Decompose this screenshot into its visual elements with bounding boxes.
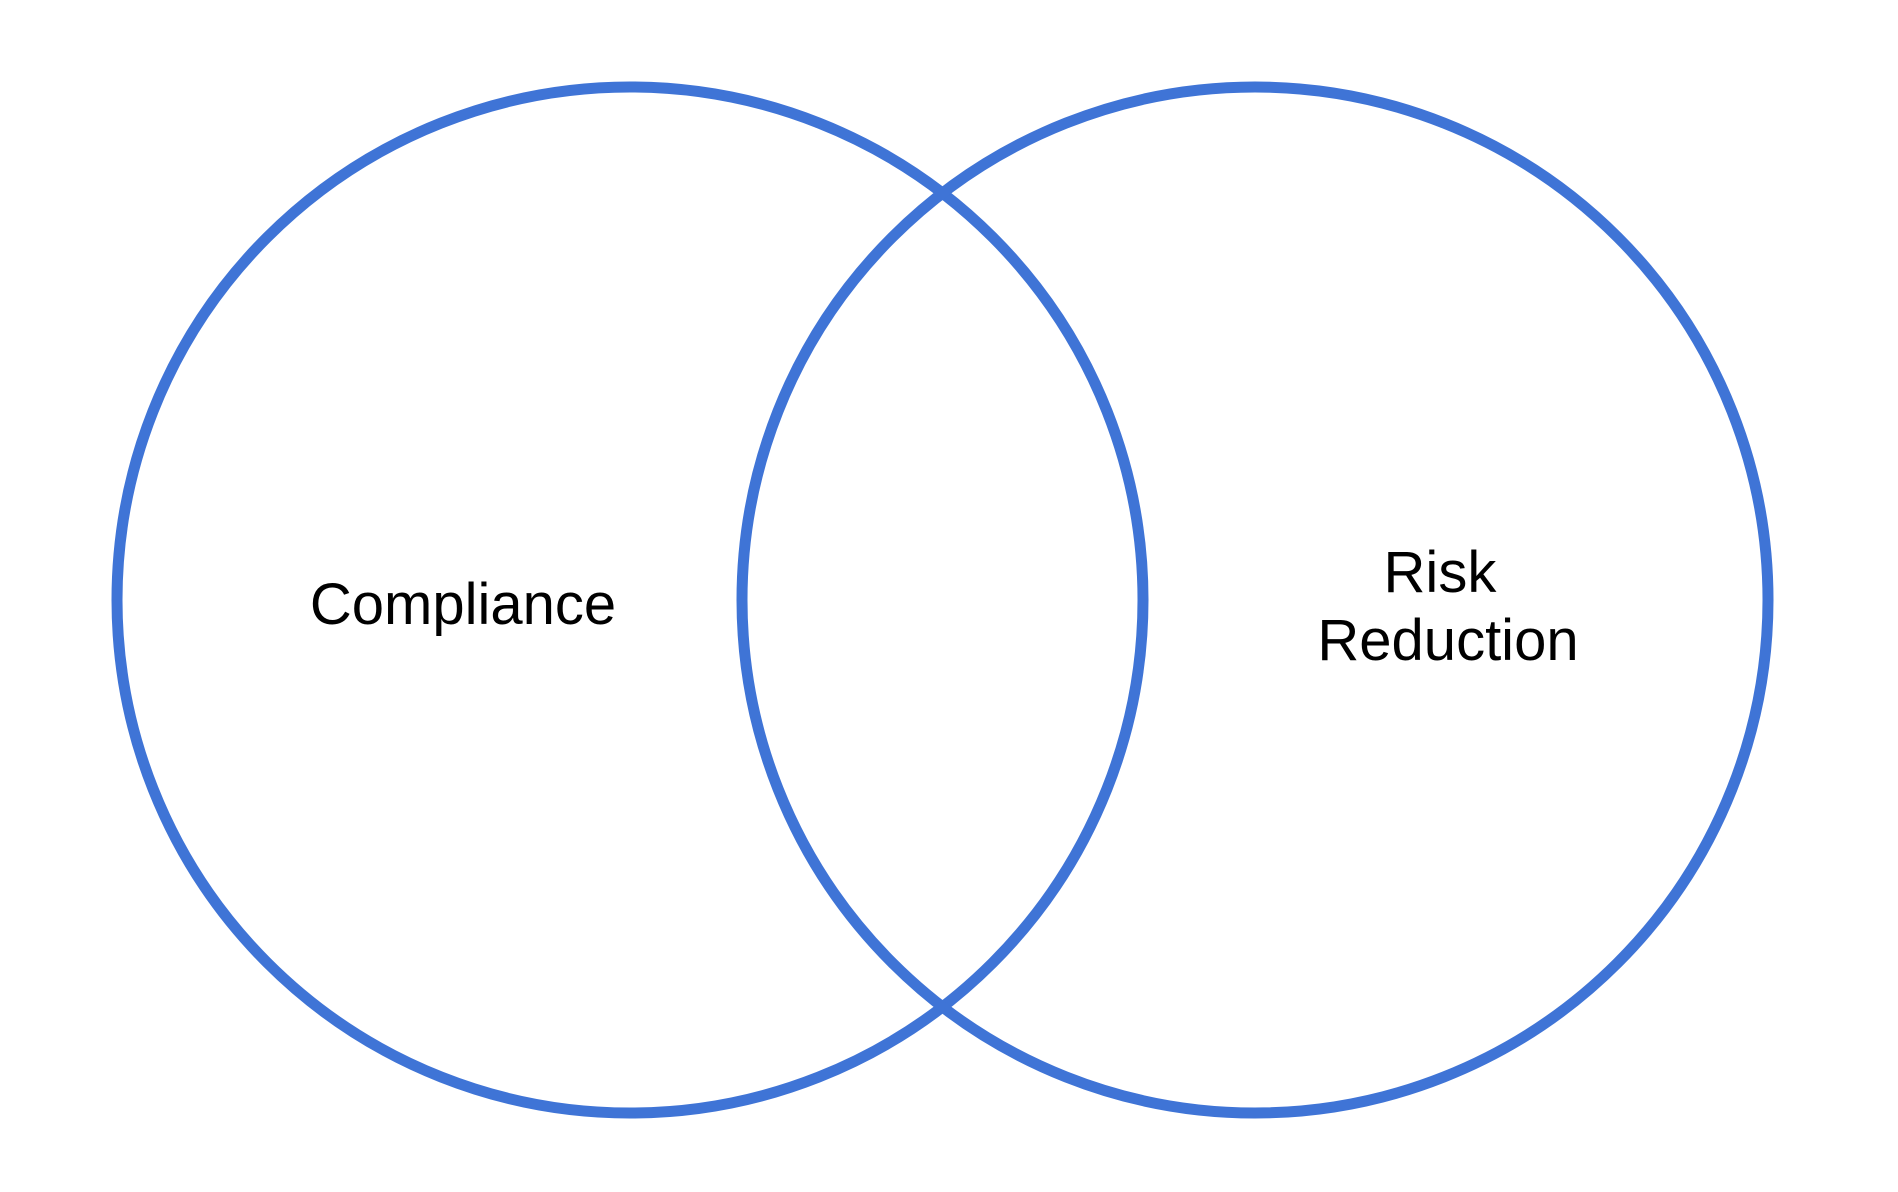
- compliance-label-line: Compliance: [310, 572, 616, 637]
- risk-reduction-circle: [736, 81, 1774, 1119]
- risk-reduction-label: Risk Reduction: [1317, 540, 1578, 673]
- risk-label-line: Risk: [1384, 540, 1498, 605]
- reduction-label-line: Reduction: [1317, 608, 1578, 673]
- compliance-circle: [111, 81, 1149, 1119]
- compliance-label: Compliance: [310, 572, 616, 637]
